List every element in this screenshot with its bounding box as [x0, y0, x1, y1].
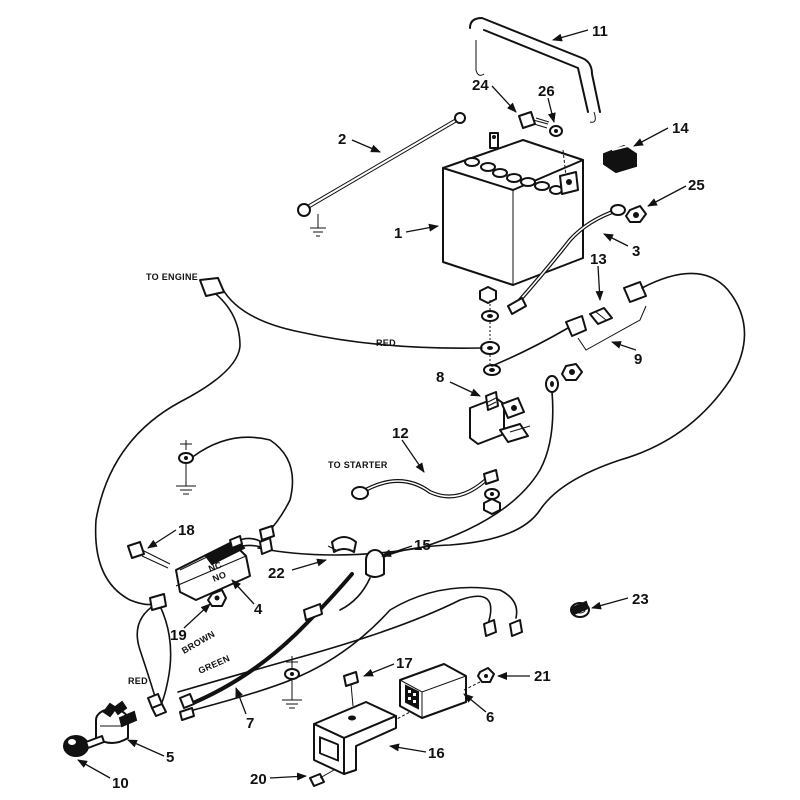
callout-12: 12	[392, 425, 409, 442]
callout-4: 4	[254, 601, 263, 618]
nut-small	[561, 363, 583, 381]
battery-cell-caps	[464, 157, 563, 195]
module	[399, 663, 467, 719]
callout-16: 16	[428, 745, 445, 762]
mounting-bracket	[313, 701, 397, 775]
bolt	[518, 111, 550, 129]
fuse	[589, 307, 613, 325]
hose-clamp	[570, 600, 590, 618]
callout-26: 26	[538, 83, 555, 100]
nut	[625, 205, 647, 223]
terminal-cover	[603, 144, 637, 174]
diode	[339, 549, 385, 611]
callout-15: 15	[414, 537, 431, 554]
battery	[442, 132, 584, 286]
leader-lines	[77, 29, 687, 781]
callout-9: 9	[634, 351, 642, 368]
to-starter-label: TO STARTER	[328, 460, 388, 470]
callout-2: 2	[338, 131, 346, 148]
key-switch	[95, 700, 138, 744]
terminal-post	[559, 171, 579, 195]
wiring-harness	[177, 572, 523, 721]
to-engine-label: TO ENGINE	[146, 272, 198, 282]
callout-13: 13	[590, 251, 607, 268]
callout-14: 14	[672, 120, 689, 137]
battery-cable	[507, 204, 626, 315]
callout-24: 24	[472, 77, 489, 94]
red-label-top: RED	[376, 338, 396, 348]
callout-3: 3	[632, 243, 640, 260]
nc-label: NC	[207, 559, 224, 573]
callout-18: 18	[178, 522, 195, 539]
callout-11: 11	[592, 23, 608, 40]
starter-cable	[351, 469, 501, 515]
callout-7: 7	[246, 715, 254, 732]
washer	[549, 125, 563, 137]
harness-ground	[282, 656, 302, 709]
hold-down-rod	[297, 112, 466, 237]
screw	[127, 541, 171, 569]
callout-22: 22	[268, 565, 285, 582]
hold-down-bracket	[469, 17, 601, 123]
callout-8: 8	[436, 369, 444, 386]
ignition-key	[63, 735, 105, 757]
callout-20: 20	[250, 771, 267, 788]
green-label: GREEN	[197, 653, 232, 676]
solenoid	[469, 391, 531, 445]
ring-terminal	[257, 375, 559, 556]
callout-19: 19	[170, 627, 187, 644]
callout-1: 1	[394, 225, 402, 242]
callout-25: 25	[688, 177, 705, 194]
callout-23: 23	[632, 591, 649, 608]
fuse-holder	[369, 272, 746, 571]
red-wire-to-engine	[94, 277, 483, 606]
nut-switch	[207, 589, 227, 607]
callout-10: 10	[112, 775, 129, 792]
callout-6: 6	[486, 709, 494, 726]
red-brown-wires	[136, 593, 172, 717]
ground-wire	[176, 436, 294, 541]
cable-clamp	[327, 536, 357, 553]
module-nut	[477, 667, 495, 683]
module-bolt	[343, 671, 359, 707]
no-label: NO	[211, 569, 228, 584]
callout-21: 21	[534, 668, 551, 685]
callout-17: 17	[396, 655, 413, 672]
terminal-stack	[479, 286, 501, 376]
bracket-screw	[309, 769, 335, 787]
callout-5: 5	[166, 749, 174, 766]
safety-switch	[175, 535, 273, 601]
red-label-bottom: RED	[128, 676, 148, 686]
